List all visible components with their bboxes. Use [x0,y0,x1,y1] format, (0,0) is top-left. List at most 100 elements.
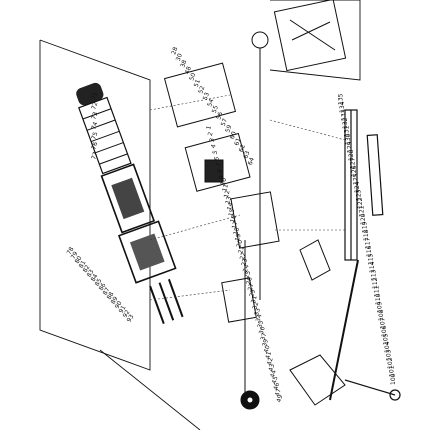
part-callout-122: 122 [357,197,364,209]
part-callout-24: 24 [242,264,251,273]
part-callout-54: 54 [206,98,215,108]
part-callout-76: 76 [90,141,99,151]
part-callout-130: 130 [345,133,352,145]
part-callout-128: 128 [348,149,355,161]
part-callout-105: 105 [383,333,390,345]
part-callout-56: 56 [215,111,224,121]
part-callout-123: 123 [356,189,363,201]
part-callout-26: 26 [245,276,254,285]
part-callout-80: 80 [74,255,84,265]
motor-cap [76,82,104,106]
part-callout-126: 126 [351,165,358,177]
part-callout-9: 9 [218,174,226,180]
part-callout-5: 5 [212,150,220,156]
part-callout-15: 15 [228,208,237,217]
part-callout-6: 6 [213,156,221,162]
part-callout-73: 73 [90,111,99,121]
part-callout-118: 118 [363,229,370,241]
part-callout-20: 20 [236,239,245,248]
part-callout-28: 28 [170,46,179,56]
part-callout-4: 4 [210,143,218,149]
part-callout-12: 12 [223,189,232,198]
part-callout-86: 86 [98,282,108,292]
part-callout-72: 72 [90,101,99,111]
part-callout-117: 117 [365,237,372,249]
part-callout-124: 124 [354,181,361,193]
part-callout-121: 121 [359,205,366,217]
part-callout-50: 50 [188,72,197,82]
part-callout-41: 41 [264,351,273,360]
part-callout-77: 77 [90,151,99,161]
part-callout-81: 81 [78,259,88,269]
motor-housing [100,163,156,234]
part-callout-88: 88 [106,291,116,301]
part-callout-23: 23 [240,258,249,267]
part-callout-46: 46 [272,382,281,391]
part-callout-119: 119 [362,221,369,233]
part-callout-17: 17 [231,220,240,229]
part-callout-45: 45 [271,375,280,384]
part-callout-29: 29 [248,289,257,298]
part-callout-51: 51 [193,78,202,88]
part-callout-64: 64 [247,156,256,166]
part-callout-82: 82 [82,264,92,274]
part-callout-108: 108 [378,309,385,321]
part-callout-37: 37 [260,332,269,341]
part-callout-62: 62 [238,143,247,153]
part-callout-33: 33 [253,307,262,316]
part-callout-101: 101 [389,365,396,377]
part-callout-100: 100 [390,373,397,385]
part-callout-109: 109 [377,301,384,313]
part-callout-19: 19 [234,233,243,242]
part-callout-110: 110 [375,293,382,305]
frame-lines [39,0,361,431]
part-callout-14: 14 [226,202,235,211]
part-callout-16: 16 [229,214,238,223]
part-callout-53: 53 [202,91,211,101]
part-callout-116: 116 [366,245,373,257]
part-callout-63: 63 [242,150,251,160]
part-callout-2: 2 [207,131,215,137]
motor-assembly [76,82,184,325]
part-callout-102: 102 [387,357,394,369]
motor-body [78,96,132,175]
part-callout-125: 125 [353,173,360,185]
part-callout-34: 34 [255,313,264,322]
part-callout-22: 22 [239,251,248,260]
part-callout-60: 60 [229,130,238,140]
part-callout-55: 55 [211,104,220,114]
part-callout-32: 32 [252,301,261,310]
part-callout-7: 7 [215,162,223,168]
part-callout-35: 35 [256,320,265,329]
part-callout-84: 84 [90,273,100,283]
part-callout-115: 115 [368,253,375,265]
part-callout-104: 104 [384,341,391,353]
part-callout-78: 78 [66,246,76,256]
part-callout-21: 21 [237,245,246,254]
top-detail [273,0,347,72]
part-callout-8: 8 [216,168,224,174]
part-callout-1: 1 [205,125,213,131]
part-callout-61: 61 [233,137,242,147]
leader-lines [149,94,346,301]
lower-frame [99,349,201,431]
part-callout-93: 93 [126,313,136,323]
part-callout-89: 89 [110,295,120,305]
part-callout-79: 79 [70,250,80,260]
part-callout-91: 91 [118,304,128,314]
part-callout-90: 90 [114,300,124,310]
part-callout-10: 10 [220,177,229,186]
part-callout-134: 134 [339,101,346,113]
part-callout-42: 42 [266,357,275,366]
part-callout-112: 112 [372,277,379,289]
part-callout-47: 47 [274,388,283,397]
part-callout-11: 11 [221,183,230,192]
part-callout-48: 48 [184,65,193,75]
part-callout-74: 74 [90,121,99,131]
part-callout-71: 71 [90,91,99,101]
part-callout-107: 107 [380,317,387,329]
part-callout-131: 131 [344,125,351,137]
center-mechanism [163,31,346,410]
part-callout-18: 18 [232,227,241,236]
